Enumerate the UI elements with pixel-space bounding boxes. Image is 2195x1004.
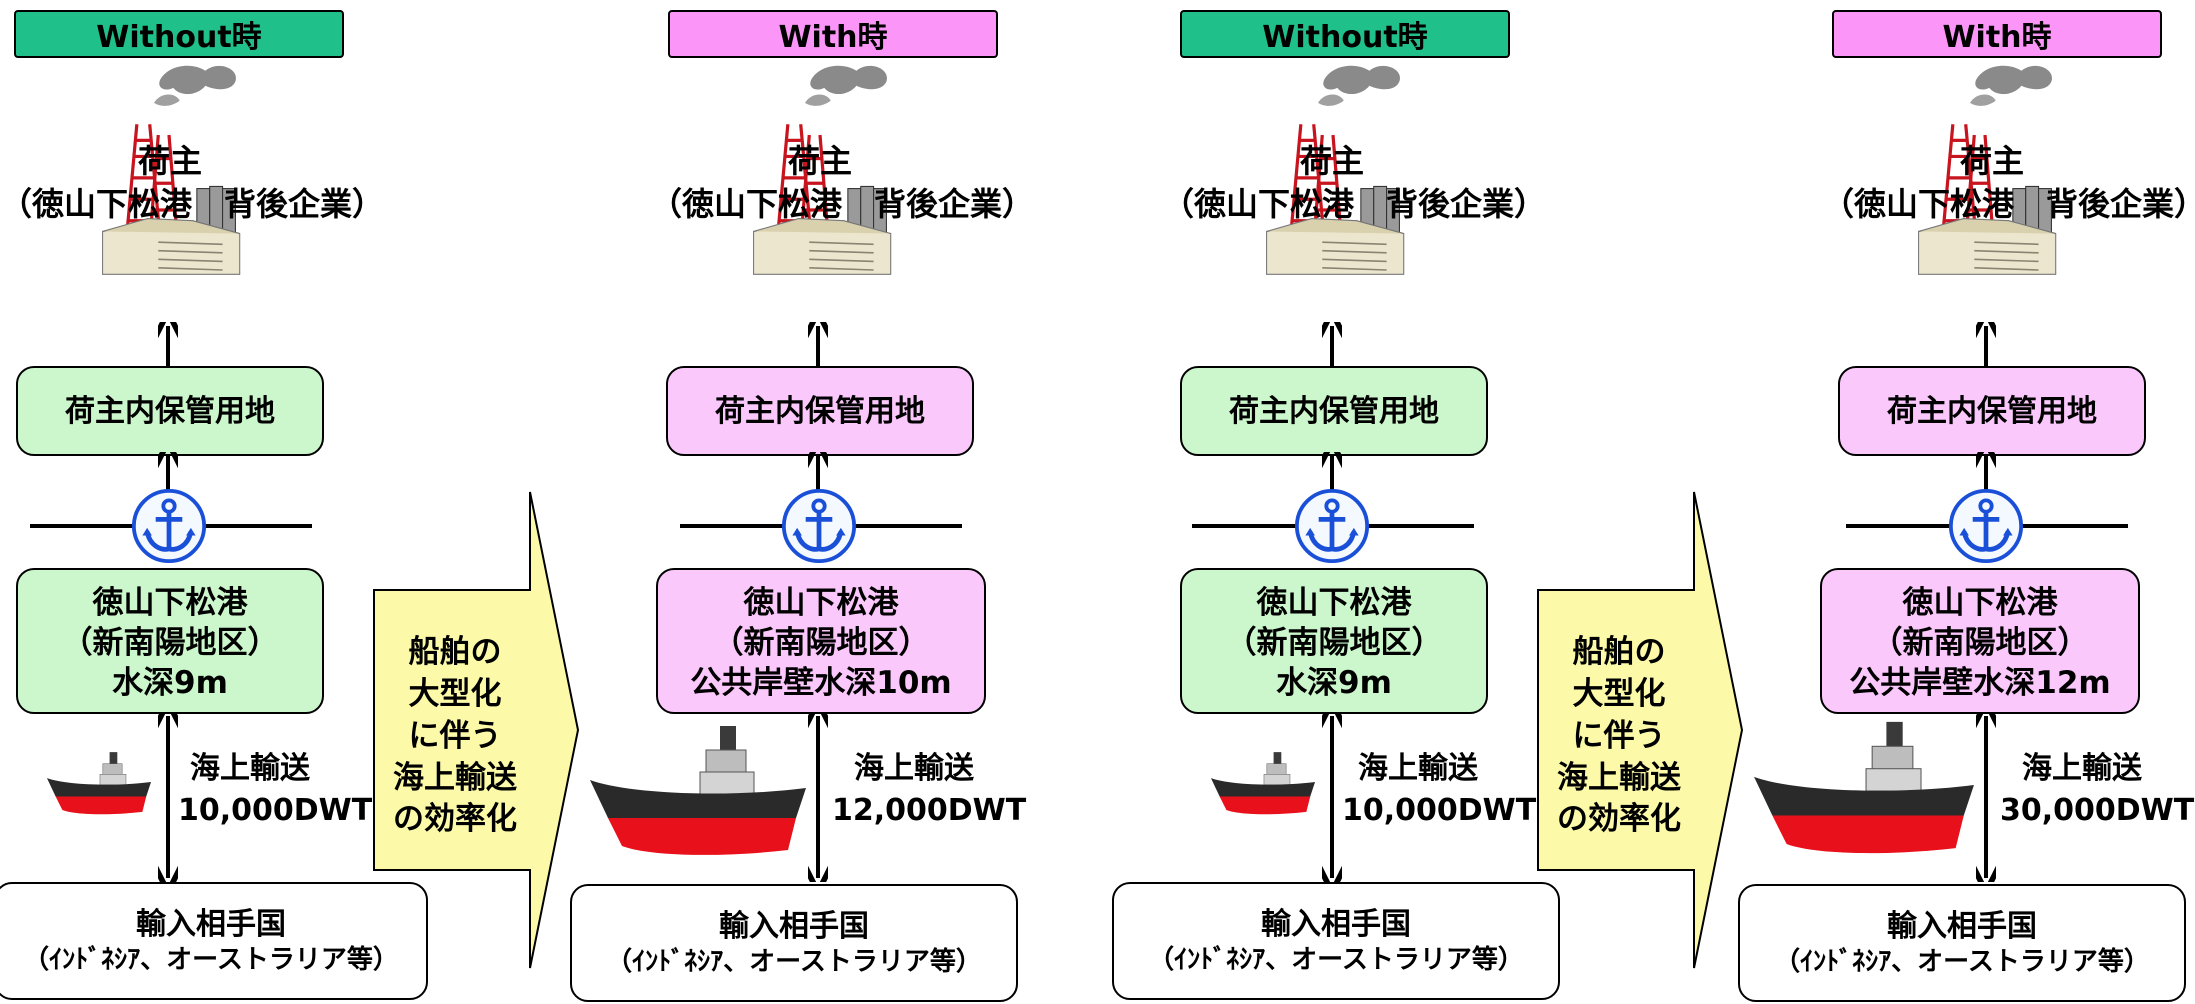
port-name: 徳山下松港 [1902,584,2058,621]
import-country-examples: （ｲﾝﾄﾞﾈｼｱ、オーストラリア等） [1148,944,1524,975]
shipper-label: 荷主 [137,142,202,180]
port-depth: 水深9m [112,665,228,702]
arrow-text-line: 大型化 [1572,675,1666,712]
ship-icon [46,748,152,816]
panel-4-import-box: 輸入相手国 （ｲﾝﾄﾞﾈｼｱ、オーストラリア等） [1738,884,2186,1002]
panel-2-shipper: 荷主 （徳山下松港 背後企業） [650,140,1035,226]
transition-arrow-1-text: 船舶の 大型化 に伴う 海上輸送 の効率化 [380,632,530,841]
panel-4-sea-transport: 海上輸送 30,000DWT [2000,748,2194,832]
panel-4-shipper: 荷主 （徳山下松港 背後企業） [1822,140,2195,226]
sea-transport-label: 海上輸送 [1358,751,1478,786]
port-district: （新南陽地区） [1225,624,1443,661]
shipper-sublabel: （徳山下松港 背後企業） [1822,185,2195,224]
transition-arrow [373,491,580,969]
panel-3-storage-box: 荷主内保管用地 [1180,366,1488,456]
port-name: 徳山下松港 [743,584,899,621]
port-district: （新南陽地区） [712,624,930,661]
port-depth: 水深9m [1276,665,1392,702]
arrow-up-connector [1322,322,1342,366]
anchor-icon [1948,488,2024,564]
arrow-text-line: の効率化 [1557,801,1681,838]
ship-icon [1210,748,1316,816]
panel-1-sea-transport: 海上輸送 10,000DWT [178,748,372,832]
arrow-text-line: 船舶の [1572,634,1666,670]
import-country: 輸入相手国 [1261,906,1411,942]
arrow-text-line: 大型化 [408,675,502,712]
sea-transport-dwt: 30,000DWT [2000,793,2195,828]
sea-transport-label: 海上輸送 [854,751,974,786]
panel-3-sea-transport: 海上輸送 10,000DWT [1342,748,1536,832]
panel-2-header: With時 [668,10,998,58]
import-country: 輸入相手国 [136,906,286,942]
anchor-icon [131,488,207,564]
arrow-up-connector [1976,322,1996,366]
import-country: 輸入相手国 [719,908,869,944]
port-district: （新南陽地区） [1871,624,2089,661]
shipper-label: 荷主 [1299,142,1364,180]
panel-3-port-box: 徳山下松港 （新南陽地区） 水深9m [1180,568,1488,714]
shipper-sublabel: （徳山下松港 背後企業） [0,185,385,224]
anchor-icon [781,488,857,564]
port-district: （新南陽地区） [61,624,279,661]
panel-2-import-box: 輸入相手国 （ｲﾝﾄﾞﾈｼｱ、オーストラリア等） [570,884,1018,1002]
sea-transport-label: 海上輸送 [190,751,310,786]
panel-4-storage-box: 荷主内保管用地 [1838,366,2146,456]
port-depth: 公共岸壁水深12m [1849,665,2111,702]
port-name: 徳山下松港 [92,584,248,621]
arrow-text-line: の効率化 [393,801,517,838]
port-name: 徳山下松港 [1256,584,1412,621]
double-arrow [1976,712,1996,882]
ship-icon [1752,712,1976,858]
ship-icon [588,718,808,858]
port-depth: 公共岸壁水深10m [690,665,952,702]
arrow-text-line: 海上輸送 [1557,759,1681,796]
shipper-sublabel: （徳山下松港 背後企業） [1162,185,1547,224]
panel-3-shipper: 荷主 （徳山下松港 背後企業） [1162,140,1547,226]
panel-1-shipper: 荷主 （徳山下松港 背後企業） [0,140,385,226]
panel-1-import-box: 輸入相手国 （ｲﾝﾄﾞﾈｼｱ、オーストラリア等） [0,882,428,1000]
shipper-label: 荷主 [1959,142,2024,180]
import-country: 輸入相手国 [1887,908,2037,944]
shipper-sublabel: （徳山下松港 背後企業） [650,185,1035,224]
panel-1-port-box: 徳山下松港 （新南陽地区） 水深9m [16,568,324,714]
double-arrow [1322,712,1342,882]
arrow-up-connector [158,322,178,366]
transition-arrow-2-text: 船舶の 大型化 に伴う 海上輸送 の効率化 [1544,632,1694,841]
sea-transport-label: 海上輸送 [2022,751,2142,786]
sea-transport-dwt: 10,000DWT [1342,793,1537,828]
panel-1-header: Without時 [14,10,344,58]
arrow-text-line: 船舶の [408,634,502,670]
double-arrow [158,712,178,882]
panel-2-storage-box: 荷主内保管用地 [666,366,974,456]
arrow-text-line: に伴う [408,717,502,754]
transition-arrow [1537,491,1744,969]
panel-1-storage-box: 荷主内保管用地 [16,366,324,456]
shipper-label: 荷主 [787,142,852,180]
panel-2-sea-transport: 海上輸送 12,000DWT [832,748,1026,832]
sea-transport-dwt: 10,000DWT [178,793,373,828]
arrow-text-line: に伴う [1572,717,1666,754]
arrow-text-line: 海上輸送 [393,759,517,796]
import-country-examples: （ｲﾝﾄﾞﾈｼｱ、オーストラリア等） [1774,946,2150,977]
arrow-up-connector [808,322,828,366]
panel-4-port-box: 徳山下松港 （新南陽地区） 公共岸壁水深12m [1820,568,2140,714]
panel-4-header: With時 [1832,10,2162,58]
sea-transport-dwt: 12,000DWT [832,793,1027,828]
double-arrow [808,712,828,882]
import-country-examples: （ｲﾝﾄﾞﾈｼｱ、オーストラリア等） [23,944,399,975]
import-country-examples: （ｲﾝﾄﾞﾈｼｱ、オーストラリア等） [606,946,982,977]
panel-3-import-box: 輸入相手国 （ｲﾝﾄﾞﾈｼｱ、オーストラリア等） [1112,882,1560,1000]
anchor-icon [1294,488,1370,564]
panel-3-header: Without時 [1180,10,1510,58]
panel-2-port-box: 徳山下松港 （新南陽地区） 公共岸壁水深10m [656,568,986,714]
